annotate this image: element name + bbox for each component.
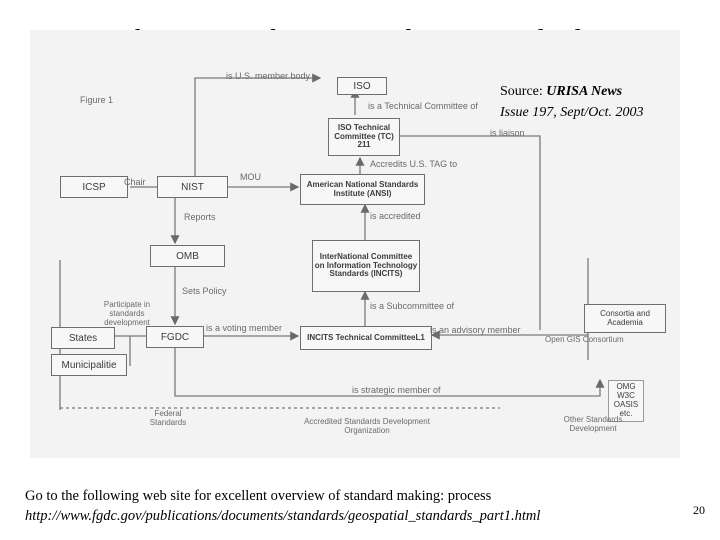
label-chair: Chair [124, 177, 146, 187]
footer-url[interactable]: http://www.fgdc.gov/publications/documen… [25, 508, 541, 524]
source-label: Source: [500, 84, 547, 99]
label-us-member-body: is U.S. member body [226, 71, 311, 81]
box-fgdc: FGDC [146, 326, 204, 348]
label-is-accredited: is accredited [370, 211, 421, 221]
label-voting-member: is a voting member [206, 323, 283, 333]
box-municipalities: Municipalitie [51, 354, 127, 376]
label-open-gis: Open GIS Consortium [545, 335, 624, 344]
box-iso: ISO [337, 77, 387, 95]
source-issue: Issue 197, Sept/Oct. 2003 [500, 105, 644, 120]
footer-text: Go to the following web site for excelle… [25, 488, 492, 504]
label-subcommittee: is a Subcommittee of [370, 301, 455, 311]
figure-label: Figure 1 [80, 95, 114, 105]
label-federal-standards: Federal Standards [149, 409, 187, 427]
box-states: States [51, 327, 115, 349]
footer-note: Go to the following web site for excelle… [25, 486, 540, 526]
box-consortia: Consortia and Academia [584, 304, 666, 333]
process-diagram: Figure 1 ISO ISO Technical Committee (TC… [30, 30, 680, 458]
label-accredited-sdo: Accredited Standards Development Organiz… [304, 417, 430, 435]
label-other-standards: Other Standards Development [563, 415, 623, 433]
connector-liaison [390, 131, 541, 330]
label-participate: Participate in standards development [103, 300, 151, 327]
connector-strategic [174, 348, 605, 397]
connector-ogc-l1 [430, 258, 589, 340]
box-iso-tc211: ISO Technical Committee (TC) 211 [328, 118, 400, 156]
box-ansi: American National Standards Institute (A… [300, 174, 425, 205]
label-strategic-member: is strategic member of [352, 385, 441, 395]
label-mou: MOU [240, 172, 261, 182]
box-incits-l1: INCITS Technical CommitteeL1 [300, 326, 432, 350]
box-omg-list: OMG W3C OASIS etc. [608, 380, 644, 422]
label-liaison: is liaison [490, 128, 525, 138]
box-nist: NIST [157, 176, 228, 198]
label-reports: Reports [184, 212, 216, 222]
page-number: 20 [693, 503, 705, 517]
connector-nist-iso [194, 73, 322, 177]
source-citation: Source: URISA News Issue 197, Sept/Oct. … [500, 81, 643, 123]
label-advisory-member: is an advisory member [430, 325, 521, 335]
box-omb: OMB [150, 245, 225, 267]
label-tc-of: is a Technical Committee of [368, 101, 478, 111]
label-accredits-tag: Accredits U.S. TAG to [370, 159, 458, 169]
label-sets-policy: Sets Policy [182, 286, 227, 296]
source-publication: URISA News [546, 84, 623, 99]
box-icsp: ICSP [60, 176, 128, 198]
box-incits: InterNational Committee on Information T… [312, 240, 420, 292]
